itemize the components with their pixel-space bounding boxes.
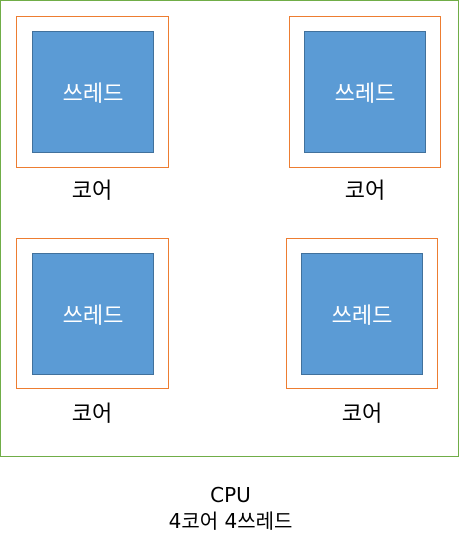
- thread-label-1: 쓰레드: [62, 82, 124, 107]
- thread-box-2: 쓰레드: [304, 31, 426, 153]
- caption-subtitle: 4코어 4쓰레드: [168, 509, 293, 533]
- thread-label-3: 쓰레드: [62, 304, 124, 329]
- caption-title: CPU: [210, 483, 251, 507]
- core-label-2: 코어: [344, 179, 386, 204]
- core-label-4: 코어: [341, 402, 383, 427]
- thread-label-2: 쓰레드: [334, 82, 396, 107]
- thread-label-4: 쓰레드: [331, 304, 393, 329]
- thread-box-4: 쓰레드: [301, 253, 423, 375]
- thread-box-1: 쓰레드: [32, 31, 154, 153]
- cpu-container: [0, 0, 459, 457]
- core-label-3: 코어: [71, 402, 113, 427]
- thread-box-3: 쓰레드: [32, 253, 154, 375]
- core-label-1: 코어: [71, 179, 113, 204]
